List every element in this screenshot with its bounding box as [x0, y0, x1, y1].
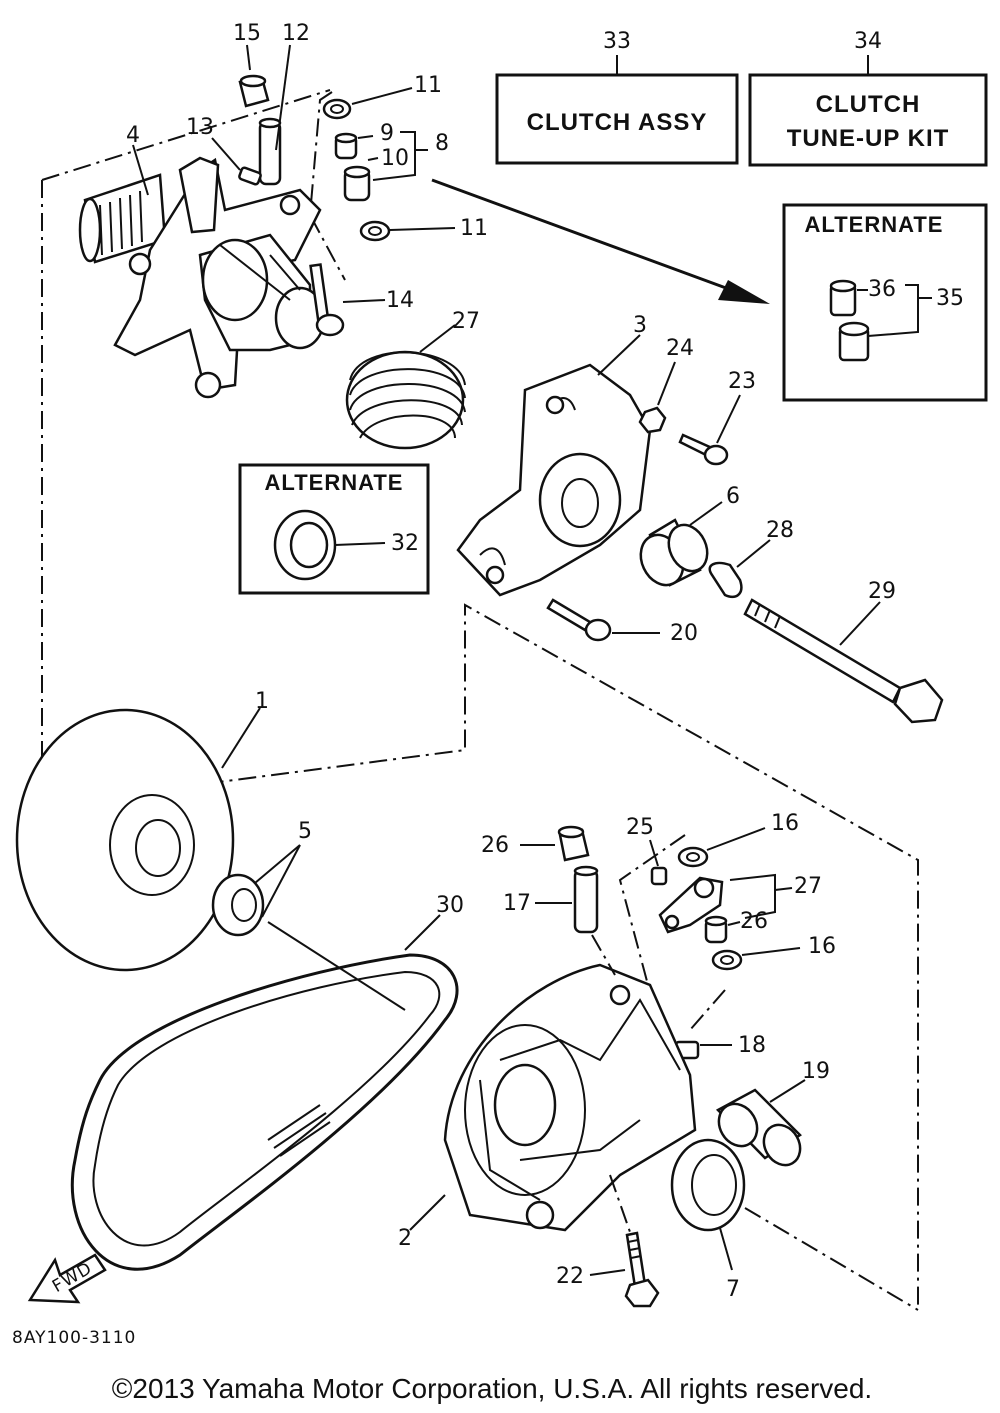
assembly-outline-lower	[744, 1207, 919, 1311]
part-21-bolt: 23	[678, 369, 756, 466]
tune-up-kit-box: CLUTCH TUNE-UP KIT 34	[748, 29, 988, 167]
callout-11a: 11	[414, 73, 442, 98]
part-10-roller: 10 8	[343, 131, 449, 202]
callout-14: 14	[386, 288, 414, 313]
callout-19: 19	[802, 1059, 830, 1084]
part-13-setscrew: 13	[186, 115, 262, 186]
part-20-bolt: 20	[546, 598, 698, 646]
callout-7: 7	[726, 1277, 740, 1302]
callout-17: 17	[503, 891, 531, 916]
assembly-line-17	[591, 934, 616, 976]
callout-15: 15	[233, 21, 261, 46]
callout-2: 2	[398, 1226, 412, 1251]
callout-32: 32	[391, 531, 419, 556]
tune-up-kit-label-1: CLUTCH	[816, 91, 921, 118]
front-arrow: FWD	[27, 1253, 107, 1304]
callout-10: 10	[381, 146, 409, 171]
part-23-bolt: 22	[556, 1231, 660, 1308]
part-11-washer-lower: 11	[359, 216, 488, 242]
alternate-arrow	[431, 178, 770, 304]
callout-16b: 16	[808, 934, 836, 959]
part-32	[273, 509, 337, 581]
callout-23: 22	[556, 1264, 584, 1289]
callout-16a: 16	[771, 811, 799, 836]
part-11-washer-upper: 11	[322, 73, 442, 120]
part-36	[829, 279, 857, 317]
callout-33: 33	[603, 29, 631, 54]
callout-4: 4	[126, 123, 140, 148]
callout-25: 27	[794, 874, 822, 899]
part-2-fixed-sheave: 2	[398, 963, 697, 1251]
clutch-assy-box: CLUTCH ASSY 33	[495, 29, 739, 165]
callout-1: 1	[255, 689, 269, 714]
diagram-code: 8AY100-3110	[12, 1328, 136, 1348]
alternate-top-title: ALTERNATE	[805, 212, 944, 237]
callout-12: 12	[282, 21, 310, 46]
callout-11b: 11	[460, 216, 488, 241]
part-14-bolt: 14	[309, 263, 414, 337]
kit-bracket-8	[308, 91, 346, 281]
part-35-lower	[838, 321, 870, 362]
callout-3: 3	[633, 313, 647, 338]
part-1-sheave: 1	[15, 689, 269, 972]
callout-27: 25	[626, 815, 654, 840]
callout-36: 36	[868, 277, 896, 302]
part-24-cap: 26	[481, 825, 590, 862]
part-7-bushing: 7	[670, 1138, 746, 1302]
callout-8: 8	[435, 131, 449, 156]
tune-up-kit-label-2: TUNE-UP KIT	[787, 125, 950, 152]
callout-22: 24	[666, 336, 694, 361]
callout-31: 30	[436, 893, 464, 918]
alternate-box-mid: ALTERNATE 32	[238, 463, 430, 595]
assembly-outline-upper	[41, 89, 919, 1310]
copyright-text: ©2013 Yamaha Motor Corporation, U.S.A. A…	[112, 1373, 872, 1404]
part-15-cap: 15	[233, 21, 270, 108]
part-3-cover: 3	[456, 313, 652, 597]
part-18-screw: 18	[674, 1033, 766, 1060]
callout-29: 29	[868, 579, 896, 604]
part-26-roller: 26	[704, 909, 768, 944]
callout-35: 35	[936, 286, 964, 311]
callout-34: 34	[854, 29, 882, 54]
part-27-screw: 25	[626, 815, 668, 886]
part-4-spider-hub: 4	[78, 123, 326, 399]
callout-5: 5	[298, 819, 312, 844]
callout-28: 27	[452, 309, 480, 334]
assembly-line-23	[609, 1174, 631, 1233]
part-16-washer-lower: 16	[711, 934, 836, 971]
callout-30: 28	[766, 518, 794, 543]
callout-9: 9	[380, 121, 394, 146]
part-6-bushing: 6	[639, 484, 740, 587]
part-28-spring: 27	[345, 309, 480, 450]
part-22-nut: 24	[638, 336, 694, 434]
part-16-washer-upper: 16	[677, 811, 799, 868]
callout-6: 6	[726, 484, 740, 509]
callout-26: 26	[740, 909, 768, 934]
part-30-clip: 28	[708, 518, 794, 599]
callout-24: 26	[481, 833, 509, 858]
part-19-sleeve: 19	[715, 1059, 830, 1167]
callout-18: 18	[738, 1033, 766, 1058]
part-12-pin: 12	[258, 21, 310, 186]
part-9-roller: 9	[334, 121, 394, 160]
part-5-bushing: 5	[211, 819, 312, 937]
alternate-box-top: ALTERNATE 36 35	[782, 203, 988, 402]
kit-bracket-25	[618, 834, 726, 1031]
callout-21: 23	[728, 369, 756, 394]
part-25-arm: 27	[658, 873, 822, 934]
part-29-long-bolt: 29	[743, 579, 944, 724]
part-31-belt: 30	[70, 893, 464, 1271]
clutch-assy-label: CLUTCH ASSY	[527, 109, 708, 136]
callout-20: 20	[670, 621, 698, 646]
part-17-pin: 17	[503, 865, 599, 934]
alternate-mid-title: ALTERNATE	[265, 470, 404, 495]
callout-13: 13	[186, 115, 214, 140]
